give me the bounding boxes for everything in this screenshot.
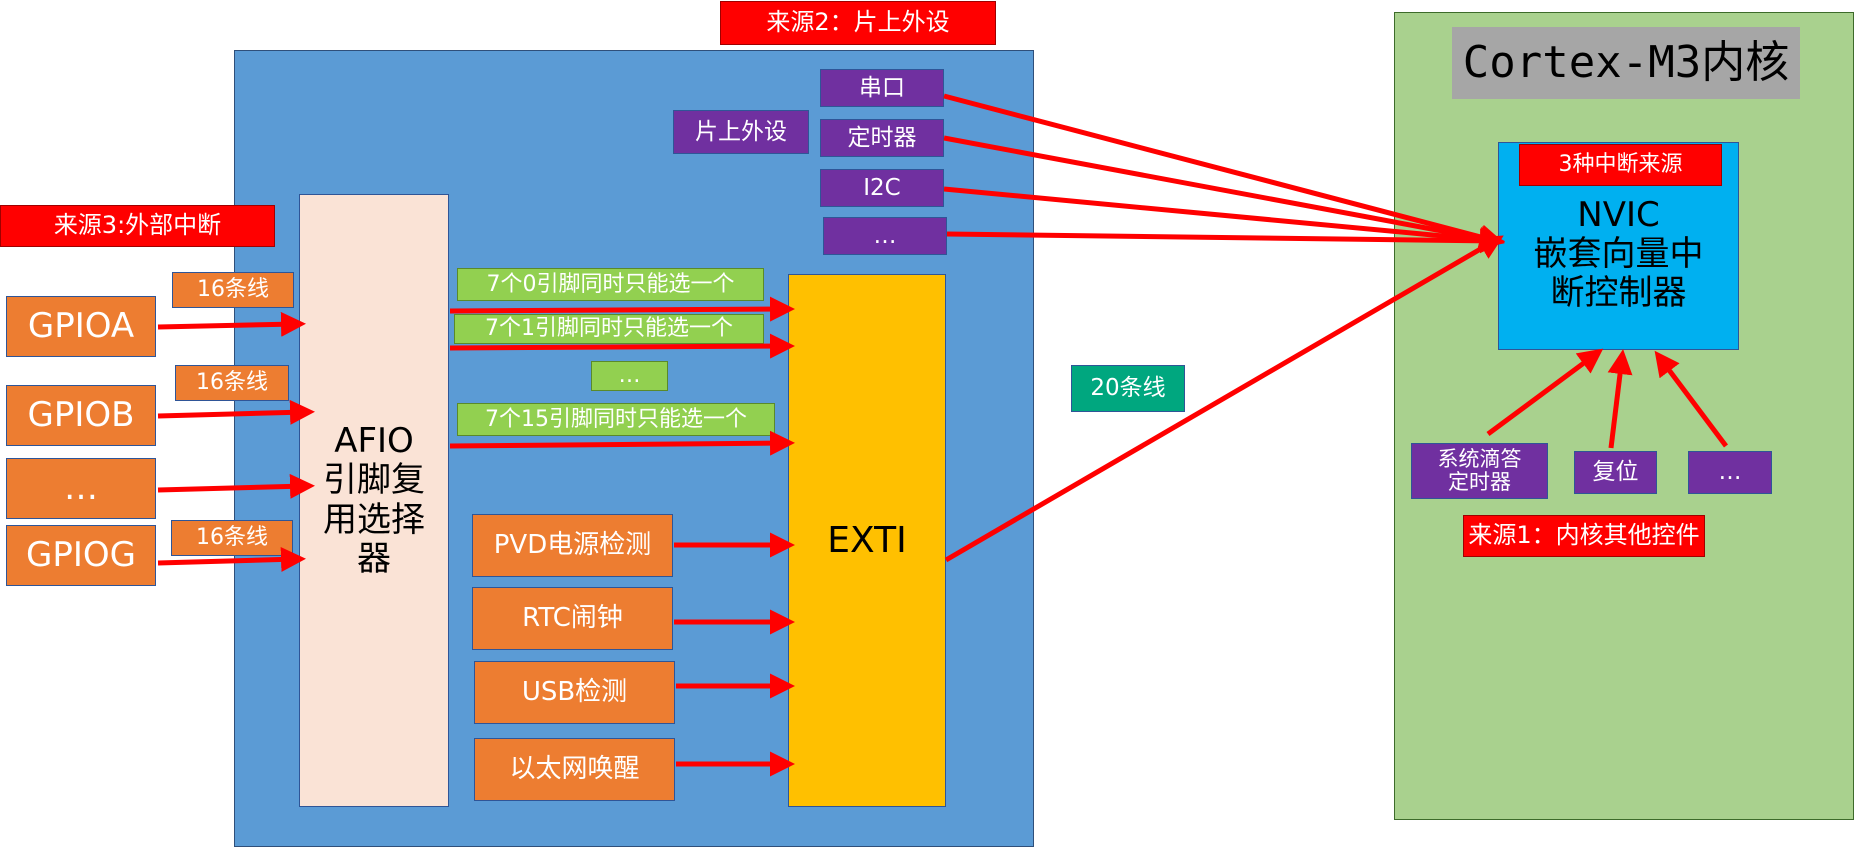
gpio-port-a: GPIOA <box>6 296 156 357</box>
onchip-peripherals-label: 片上外设 <box>673 110 809 154</box>
peripheral-more: … <box>823 217 947 255</box>
peripheral-timer: 定时器 <box>820 119 944 157</box>
peripheral-uart: 串口 <box>820 69 944 107</box>
exti-source-pvd: PVD电源检测 <box>472 514 673 577</box>
core-control-reset: 复位 <box>1574 451 1657 494</box>
core-control-more: … <box>1688 451 1772 494</box>
source1-label: 来源1：内核其他控件 <box>1463 515 1705 557</box>
pin-select-label-0: 7个0引脚同时只能选一个 <box>457 268 764 301</box>
pin-select-label-15: 7个15引脚同时只能选一个 <box>457 403 775 436</box>
line-count-label-b: 16条线 <box>175 365 289 401</box>
cortex-m3-title: Cortex-M3内核 <box>1452 27 1800 99</box>
exti-source-rtc: RTC闹钟 <box>472 587 673 650</box>
exti-controller: EXTI <box>788 274 946 807</box>
exti-line-count-label: 20条线 <box>1071 365 1185 412</box>
cortex-m3-core-panel <box>1394 12 1854 820</box>
gpio-port-b: GPIOB <box>6 385 156 446</box>
source2-label: 来源2：片上外设 <box>720 1 996 45</box>
line-count-label-a: 16条线 <box>172 272 294 308</box>
line-count-label-g: 16条线 <box>171 520 293 556</box>
exti-source-usb: USB检测 <box>474 661 675 724</box>
gpio-port-g: GPIOG <box>6 525 156 586</box>
exti-source-ethernet: 以太网唤醒 <box>474 738 675 801</box>
source3-label: 来源3:外部中断 <box>0 205 275 247</box>
gpio-port-more: … <box>6 458 156 519</box>
nvic-sources-label: 3种中断来源 <box>1519 144 1722 186</box>
core-control-systick: 系统滴答 定时器 <box>1411 443 1548 499</box>
pin-select-label-1: 7个1引脚同时只能选一个 <box>454 314 764 344</box>
afio-pin-mux-selector: AFIO 引脚复 用选择 器 <box>299 194 449 807</box>
pin-select-label-more: … <box>591 361 668 391</box>
peripheral-i2c: I2C <box>820 169 944 207</box>
